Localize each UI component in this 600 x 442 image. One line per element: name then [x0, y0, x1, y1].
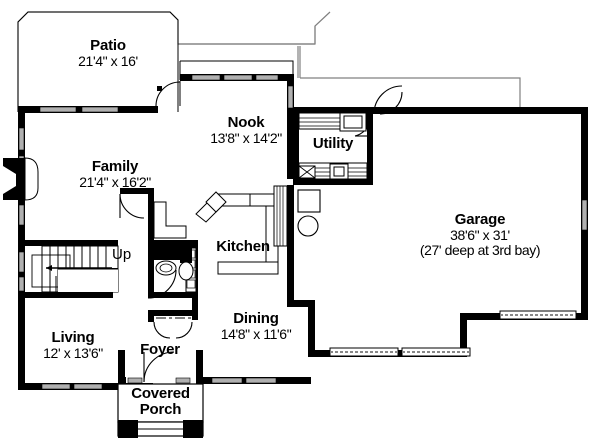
wall-foyer-east [196, 350, 203, 384]
wall-dining-garage [287, 300, 315, 307]
window [211, 377, 243, 384]
fireplace [3, 157, 39, 201]
wall-utility-south [293, 179, 373, 185]
door-swing [373, 85, 403, 115]
powder-room-fixtures [154, 246, 194, 319]
garage-doors [329, 310, 577, 357]
wall-dining-east [308, 300, 315, 357]
windows [18, 74, 588, 390]
wall-powder-south [148, 292, 198, 298]
roof-outline [17, 11, 521, 112]
wall-closet-west [148, 310, 154, 322]
wall-utility-east [367, 107, 373, 185]
patio-post [157, 86, 162, 91]
toilet-icon [178, 261, 194, 281]
wall-garage-north [373, 107, 588, 114]
wall-utility-north [293, 107, 373, 113]
wall-kitchen-west [148, 188, 154, 242]
wall-kitchen-east-stub [287, 186, 294, 192]
wall-powder-north [148, 240, 198, 246]
wall-foyer-west [118, 350, 125, 384]
window [581, 199, 588, 231]
window [39, 106, 77, 113]
window [18, 204, 25, 226]
furnace-icon [297, 189, 321, 213]
window [127, 377, 143, 384]
kitchen-fixtures [185, 185, 288, 293]
window [191, 74, 221, 81]
window [41, 383, 71, 390]
patio-edge [17, 11, 179, 112]
door-swing [143, 351, 175, 383]
wall-stair-north [18, 240, 118, 246]
covered-porch [117, 383, 204, 438]
window [18, 276, 25, 292]
garage-equipment [297, 189, 321, 237]
door-swing [175, 321, 193, 339]
wall-west-exterior [18, 106, 25, 390]
wall-stair-south [18, 292, 113, 298]
utility-fixtures [298, 112, 368, 180]
wall-kitchen-north-stub [120, 188, 154, 194]
porch-pier [183, 420, 203, 438]
stair-direction-label: Up [112, 246, 132, 263]
window [287, 85, 294, 109]
wall-utility-west [293, 107, 299, 185]
window [223, 74, 253, 81]
window [81, 106, 119, 113]
stairs [31, 245, 119, 293]
wall-closet-north [148, 310, 198, 316]
wall-garage-step [460, 313, 467, 357]
door-swing [155, 81, 181, 107]
door-swing [379, 91, 403, 115]
door-swing [147, 269, 177, 299]
water-heater-icon [297, 215, 319, 237]
porch-pier [118, 420, 138, 438]
door-swing [153, 321, 171, 339]
window [255, 74, 279, 81]
window [18, 127, 25, 151]
window [175, 377, 191, 384]
window [73, 383, 103, 390]
window [245, 377, 277, 384]
wall-house-garage-upper [287, 114, 294, 179]
wall-house-garage-lower [287, 185, 294, 307]
wall-powder-west [148, 240, 154, 298]
built-in-seating [153, 201, 187, 239]
door-swing [119, 193, 145, 219]
window [18, 251, 25, 273]
